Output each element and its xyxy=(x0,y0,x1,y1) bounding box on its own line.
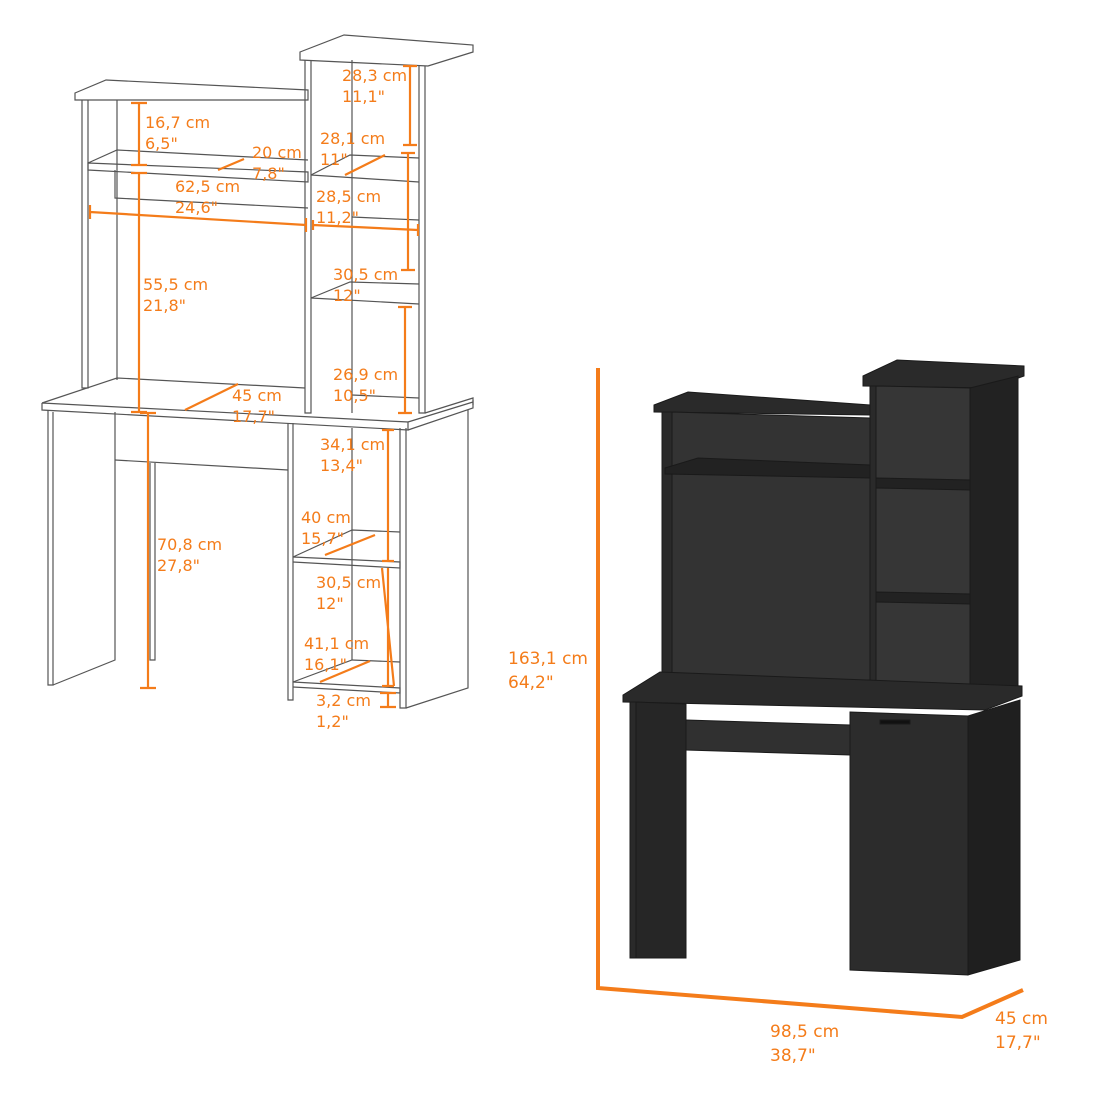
dim-cm: 40 cm xyxy=(301,508,351,527)
dim-cm: 16,7 cm xyxy=(145,113,211,132)
dim-overall-depth: 45 cm 17,7" xyxy=(995,1007,1048,1055)
dim-desk-height: 70,8 cm 27,8" xyxy=(157,534,222,576)
dim-in: 24,6" xyxy=(175,198,218,217)
dim-in: 1,2" xyxy=(316,712,349,731)
dim-cabinet-top: 34,1 cm 13,4" xyxy=(320,434,385,476)
dim-cm: 30,5 cm xyxy=(333,265,399,284)
dim-in: 38,7" xyxy=(770,1046,816,1066)
dim-in: 27,8" xyxy=(157,556,200,575)
dim-tower-top-cubby: 28,3 cm 11,1" xyxy=(342,65,407,107)
dim-cm: 55,5 cm xyxy=(143,275,209,294)
dim-cm: 28,1 cm xyxy=(320,129,386,148)
dim-cm: 45 cm xyxy=(995,1009,1048,1029)
dim-hutch-top-shelf: 16,7 cm 6,5" xyxy=(145,112,210,154)
dim-in: 6,5" xyxy=(145,134,178,153)
dim-overall-width: 98,5 cm 38,7" xyxy=(770,1020,839,1068)
dim-cm: 70,8 cm xyxy=(157,535,223,554)
dim-cm: 26,9 cm xyxy=(333,365,399,384)
dim-cm: 45 cm xyxy=(232,386,282,405)
dim-hutch-shelf-depth: 20 cm 7,8" xyxy=(252,142,302,184)
dim-base-clearance: 3,2 cm 1,2" xyxy=(316,690,371,732)
dim-tower-mid-cubby: 30,5 cm 12" xyxy=(333,264,398,306)
dim-desk-depth: 45 cm 17,7" xyxy=(232,385,282,427)
dim-cabinet-bottom: 30,5 cm 12" xyxy=(316,572,381,614)
dim-in: 10,5" xyxy=(333,386,376,405)
dim-overall-height: 163,1 cm 64,2" xyxy=(508,647,588,695)
dim-hutch-width: 62,5 cm 24,6" xyxy=(175,176,240,218)
dim-in: 16,1" xyxy=(304,655,347,674)
dim-in: 7,8" xyxy=(252,164,285,183)
dim-cm: 20 cm xyxy=(252,143,302,162)
dim-in: 12" xyxy=(333,286,361,305)
dim-cm: 28,5 cm xyxy=(316,187,382,206)
dim-in: 17,7" xyxy=(995,1033,1041,1053)
dim-cm: 34,1 cm xyxy=(320,435,386,454)
dim-cm: 163,1 cm xyxy=(508,649,588,669)
dim-cm: 98,5 cm xyxy=(770,1022,840,1042)
dim-cm: 30,5 cm xyxy=(316,573,382,592)
dim-cm: 62,5 cm xyxy=(175,177,241,196)
dim-in: 11,1" xyxy=(342,87,385,106)
dim-cm: 28,3 cm xyxy=(342,66,408,85)
dim-in: 11,2" xyxy=(316,208,359,227)
dim-cm: 3,2 cm xyxy=(316,691,371,710)
dim-cabinet-base-depth: 41,1 cm 16,1" xyxy=(304,633,369,675)
dim-tower-depth: 28,1 cm 11" xyxy=(320,128,385,170)
dim-tower-width: 28,5 cm 11,2" xyxy=(316,186,381,228)
dim-in: 15,7" xyxy=(301,529,344,548)
dim-hutch-height: 55,5 cm 21,8" xyxy=(143,274,208,316)
dim-cm: 41,1 cm xyxy=(304,634,370,653)
dim-in: 12" xyxy=(316,594,344,613)
dim-in: 21,8" xyxy=(143,296,186,315)
dim-tower-bottom-cubby: 26,9 cm 10,5" xyxy=(333,364,398,406)
dim-in: 64,2" xyxy=(508,673,554,693)
dim-in: 11" xyxy=(320,150,348,169)
dim-in: 17,7" xyxy=(232,407,275,426)
dim-in: 13,4" xyxy=(320,456,363,475)
dim-cabinet-shelf-depth: 40 cm 15,7" xyxy=(301,507,351,549)
